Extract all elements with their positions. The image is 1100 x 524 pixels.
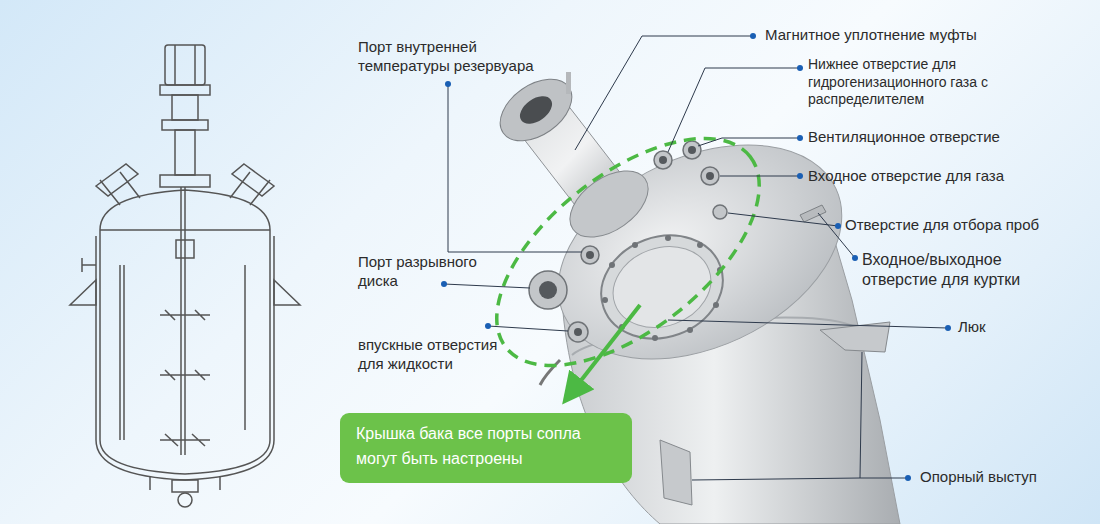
callout-label: Вентиляционное отверстие [808, 128, 1000, 147]
note-text: Крышка бака все порты сопла могут быть н… [356, 422, 606, 472]
callout-label: Отверстие для отбора проб [845, 216, 1039, 235]
callout-label: Входное/выходное отверстие для куртки [862, 250, 1052, 290]
note-box: Крышка бака все порты сопла могут быть н… [340, 413, 632, 483]
callout-label: Люк [958, 318, 986, 337]
callout-label: Магнитное уплотнение муфты [765, 26, 977, 45]
callout-label: Нижнее отверстие для гидрогенизационного… [808, 56, 1040, 109]
callout-label: Входное отверстие для газа [808, 167, 1004, 186]
highlight-arrow [572, 305, 640, 392]
callout-label: Порт внутренней температуры резервуара [358, 38, 558, 76]
callout-label: Опорный выступ [920, 468, 1037, 487]
callout-label: впускные отверстия для жидкости [358, 336, 513, 374]
schematic-drawing [70, 45, 300, 507]
callout-label: Порт разрывного диска [358, 253, 493, 291]
